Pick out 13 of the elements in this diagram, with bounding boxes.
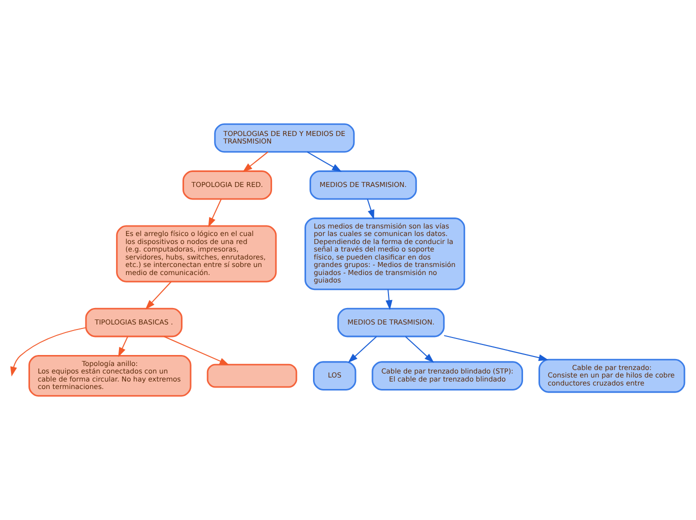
arrow xyxy=(242,152,268,172)
arrow xyxy=(10,327,86,376)
arrow xyxy=(444,335,548,362)
arrow xyxy=(386,289,392,310)
arrow xyxy=(405,336,434,363)
arrow xyxy=(145,281,172,310)
arrow xyxy=(164,336,230,366)
arrow xyxy=(367,198,374,220)
arrow xyxy=(118,336,128,358)
node-box xyxy=(206,364,298,388)
arrow xyxy=(348,336,377,363)
arrow xyxy=(208,198,222,228)
arrow xyxy=(306,152,342,172)
